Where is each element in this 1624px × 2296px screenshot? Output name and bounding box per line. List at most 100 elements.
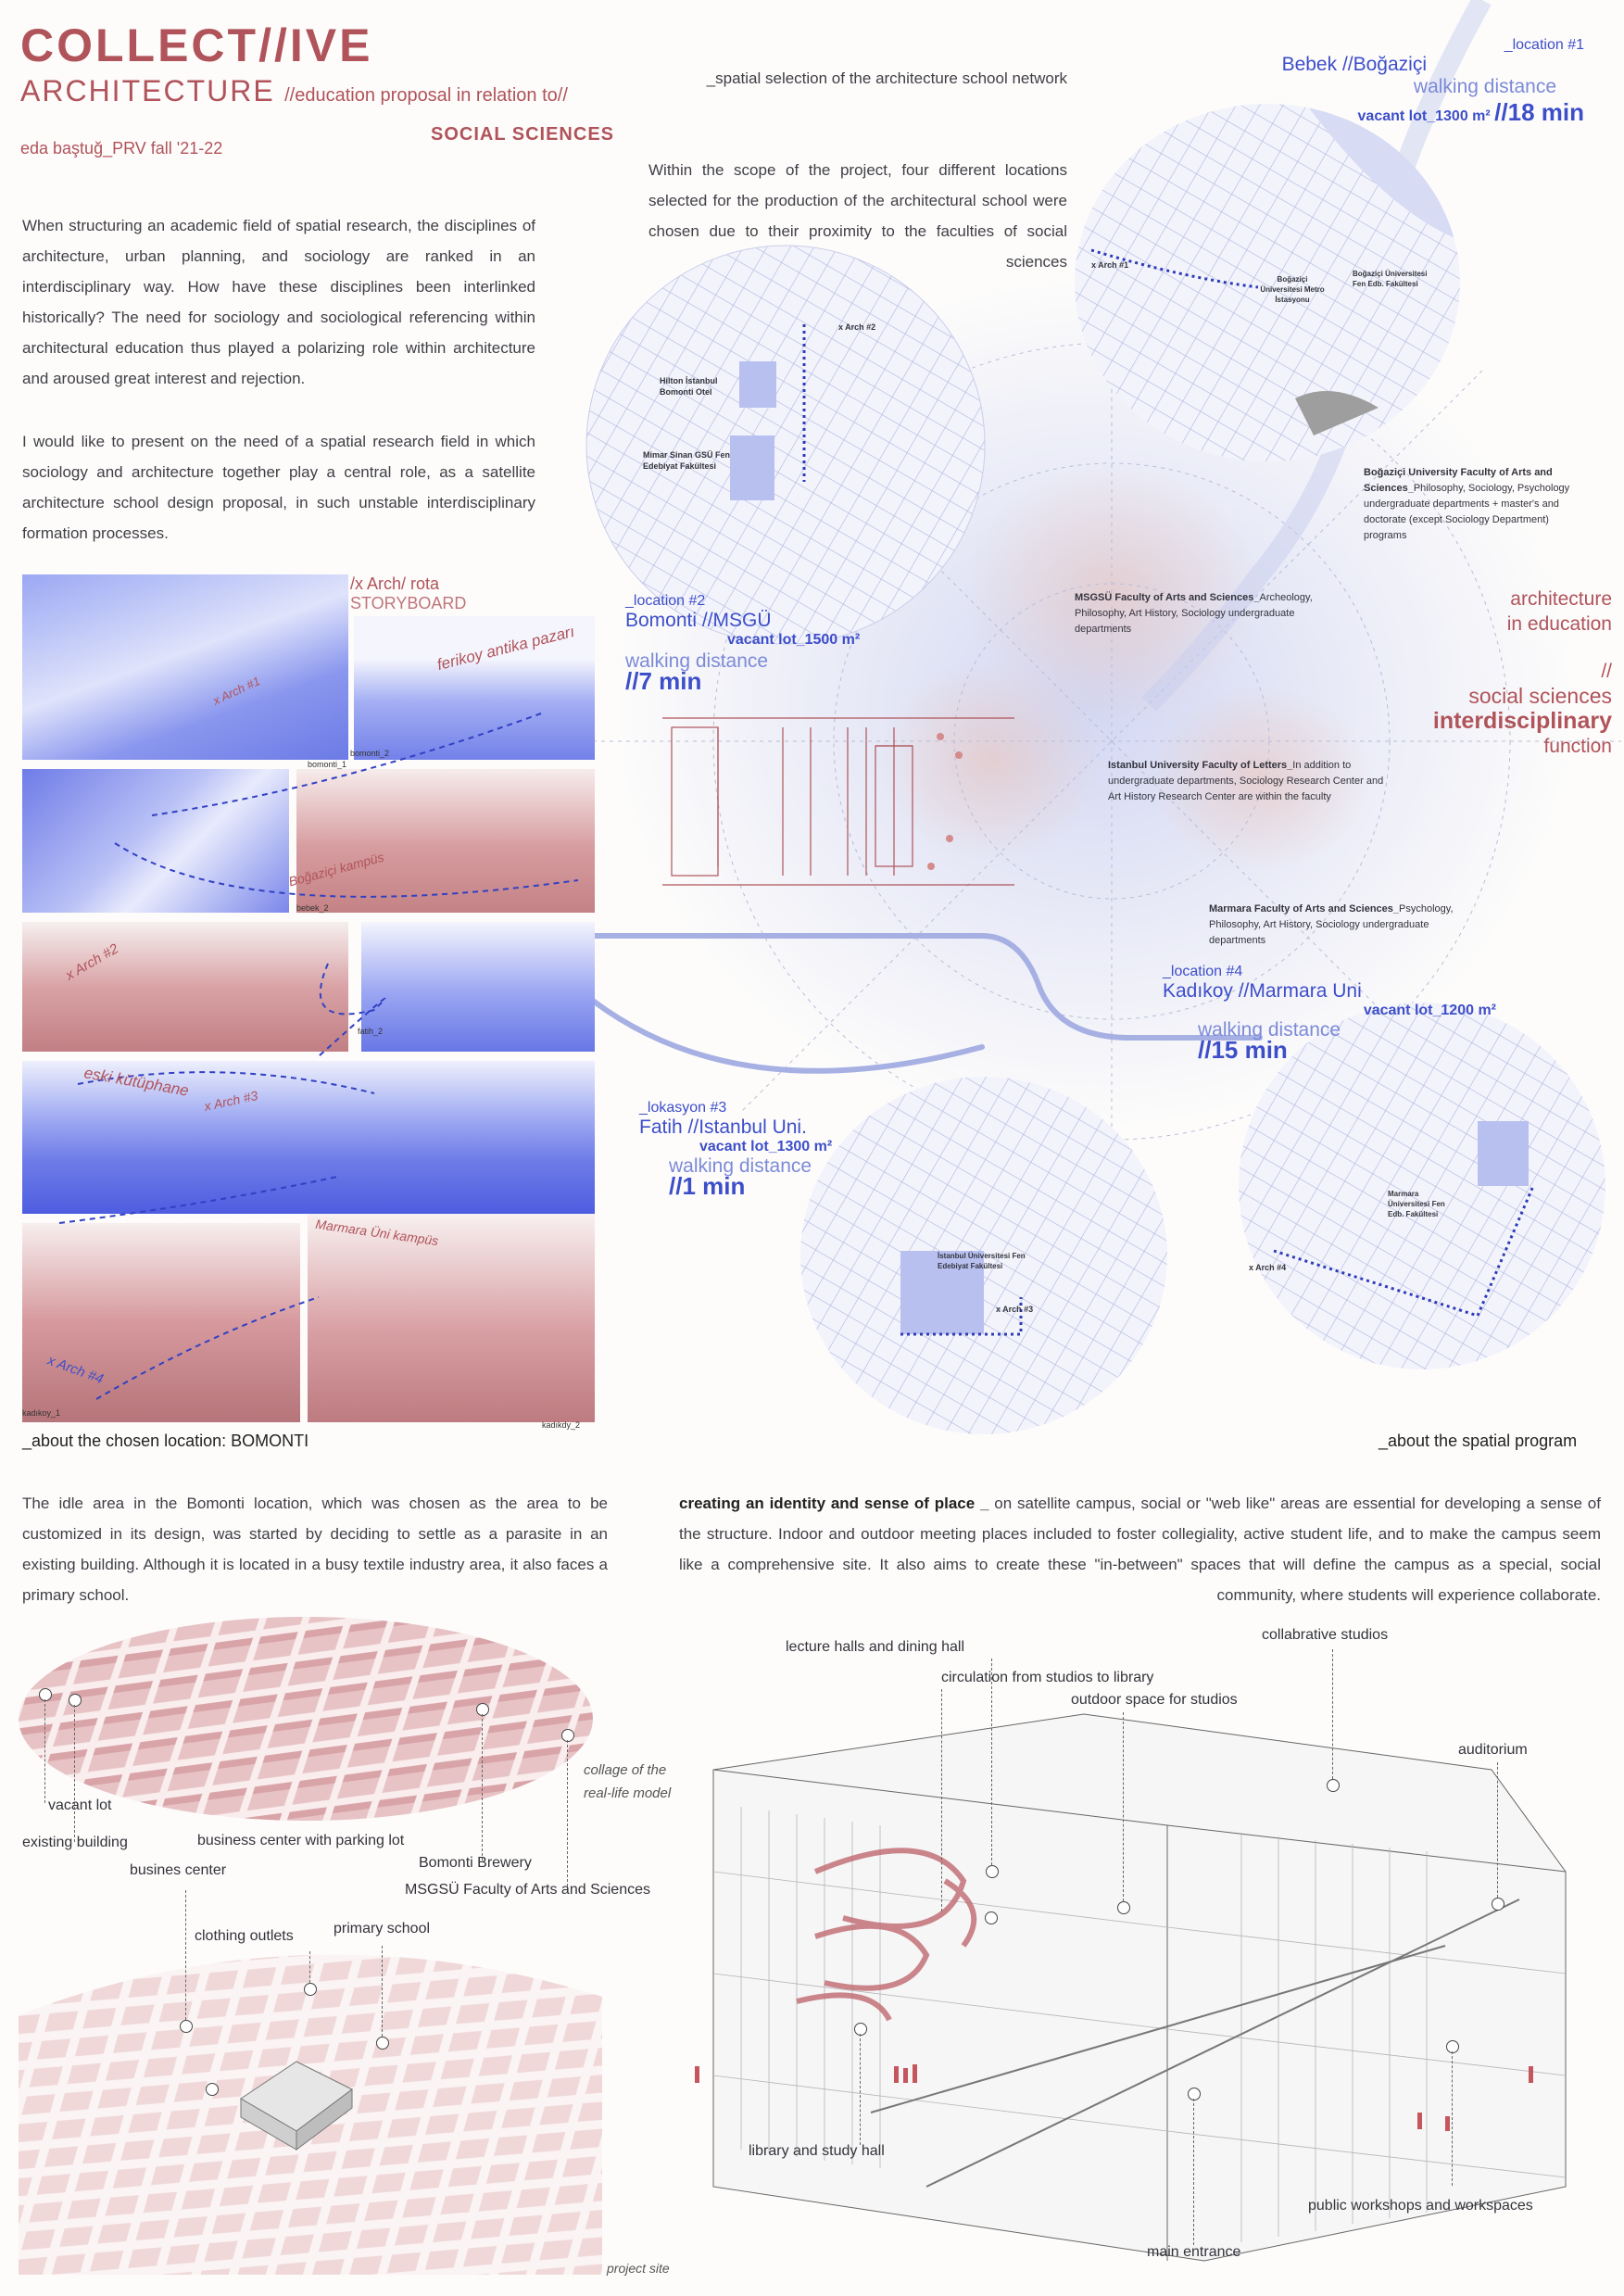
location-1-block: _location #1 Bebek //Boğaziçi walking di… — [1195, 37, 1584, 127]
bomonti-text: The idle area in the Bomonti location, w… — [22, 1495, 608, 1604]
storyboard-title-2: STORYBOARD — [350, 594, 467, 612]
map-label-istanbul-fen: İstanbul Üniversitesi Fen Edebiyat Fakül… — [938, 1252, 1026, 1270]
callout-line-school — [382, 1946, 383, 2037]
program-label-auditorium: auditorium — [1458, 1742, 1528, 1758]
faculty-istanbul-text: In addition to undergraduate departments… — [1108, 760, 1384, 802]
callout-line-workshops — [1452, 2051, 1453, 2186]
storyboard-photo-6 — [361, 922, 595, 1052]
storyboard-photo-1 — [22, 574, 348, 760]
location-2-lot: vacant lot_1500 m² — [727, 632, 861, 648]
intro-paragraph-1: When structuring an academic field of sp… — [22, 217, 535, 387]
theme-line-3: // — [1601, 661, 1612, 682]
location-2-name: Bomonti //MSGÜ — [625, 610, 772, 631]
callout-line-circulation — [941, 1689, 942, 1911]
collage-note: collage of the real-life model — [584, 1762, 672, 1801]
site-label-busines-center: busines center — [130, 1862, 227, 1878]
program-label-lecture: lecture halls and dining hall — [786, 1639, 965, 1655]
callout-dot-collab — [1327, 1779, 1340, 1792]
location-1-walk: walking distance — [1413, 76, 1556, 97]
location-3-lot: vacant lot_1300 m² — [699, 1139, 833, 1154]
storyboard-photo-5 — [22, 922, 348, 1052]
location-3-block: _lokasyon #3 Fatih //Istanbul Uni. vacan… — [639, 1100, 917, 1201]
theme-line-5: interdisciplinary — [1432, 708, 1612, 734]
callout-dot-busines-center — [180, 2020, 193, 2033]
author-line: eda baştuğ_PRV fall '21-22 — [20, 139, 223, 158]
title-architecture: ARCHITECTURE — [20, 74, 275, 107]
title-suffix: //education proposal in relation to// — [284, 85, 568, 106]
faculty-bogazici: Boğaziçi University Faculty of Arts and … — [1364, 465, 1586, 544]
program-text: creating an identity and sense of place … — [679, 1488, 1601, 1610]
storyboard-photo-4 — [296, 769, 595, 913]
program-body: on satellite campus, social or "web like… — [679, 1495, 1601, 1604]
map-label-arch3: x Arch #3 — [996, 1305, 1034, 1314]
callout-line-outdoor — [1123, 1712, 1124, 1901]
location-3-min: //1 min — [669, 1172, 746, 1200]
map-label-arch4: x Arch #4 — [1249, 1263, 1287, 1272]
program-lead: creating an identity and sense of place … — [679, 1495, 989, 1512]
callout-dot-circulation — [985, 1911, 998, 1924]
storyboard-title-1: /x Arch/ rota — [350, 574, 440, 593]
network-map-background — [572, 0, 1621, 1260]
map-label-marmara-fen: Marmara Üniversitesi Fen Edb. Fakültesi — [1388, 1190, 1445, 1218]
program-label-outdoor: outdoor space for studios — [1071, 1692, 1238, 1708]
storyboard-label-kadikoy2: kadıkdy_2 — [542, 1420, 581, 1430]
location-4-tag: _location #4 — [1163, 964, 1243, 979]
map-circle-bebek — [1075, 104, 1460, 461]
storyboard-photo-3 — [22, 769, 289, 913]
callout-dot-msgsu — [561, 1729, 574, 1742]
site-label-primary-school: primary school — [334, 1921, 431, 1936]
storyboard-route-line — [58, 713, 579, 1400]
faculty-bogazici-text: Philosophy, Sociology, Psychology underg… — [1364, 483, 1570, 541]
poster-title: COLLECT//IVE — [20, 19, 373, 71]
building-axonometric — [695, 1713, 1567, 2262]
storyboard-photo-8 — [22, 1223, 300, 1422]
faculty-msgsu-text: Archeology, Philosophy, Art History, Soc… — [1075, 592, 1313, 635]
callout-dot-auditorium — [1492, 1898, 1504, 1911]
map-circle-bomonti — [585, 245, 986, 645]
site-collage-model — [19, 1617, 602, 2275]
theme-line-2: in education — [1506, 613, 1612, 635]
site-label-existing-building: existing building — [22, 1835, 128, 1850]
callout-dot-outdoor — [1117, 1901, 1130, 1914]
site-label-vacant-lot: vacant lot — [48, 1798, 112, 1813]
location-1-tag: _location #1 — [1504, 37, 1584, 53]
location-4-name: Kadıkoy //Marmara Uni — [1163, 980, 1362, 1002]
callout-line-clothing — [309, 1951, 310, 1983]
storyboard-title: /x Arch/ rota STORYBOARD — [350, 574, 466, 613]
project-site-note: project site — [607, 2261, 670, 2276]
callout-dot-primary-school — [376, 2037, 389, 2050]
site-section-sketch — [662, 717, 1014, 886]
storyboard-label-bomonti2: bomonti_2 — [350, 749, 390, 758]
callout-line-msgsu — [567, 1740, 568, 1886]
selection-text: Within the scope of the project, four di… — [648, 161, 1067, 271]
callout-line-collab — [1332, 1649, 1333, 1779]
faculty-marmara-name: Marmara Faculty of Arts and Sciences_ — [1209, 903, 1400, 915]
location-3-name: Fatih //Istanbul Uni. — [639, 1116, 807, 1138]
program-heading: _about the spatial program — [1379, 1432, 1578, 1450]
map-circle-kadikoy — [1239, 1003, 1605, 1369]
faculty-istanbul: Istanbul University Faculty of Letters_I… — [1108, 758, 1386, 805]
storyboard-label-bebek2: bebek_2 — [296, 903, 329, 913]
map-label-arch1: x Arch #1 — [1091, 260, 1129, 270]
faculty-marmara: Marmara Faculty of Arts and Sciences_Psy… — [1209, 902, 1468, 949]
theme-line-4: social sciences — [1468, 684, 1612, 708]
location-4-lot: vacant lot_1200 m² — [1363, 1003, 1496, 1018]
callout-line-auditorium — [1497, 1762, 1498, 1898]
location-3-walk: walking distance — [669, 1155, 812, 1177]
callout-line-lecture — [991, 1659, 992, 1865]
theme-block: architecture in education // social scie… — [1371, 587, 1612, 759]
program-label-entrance: main entrance — [1147, 2244, 1241, 2260]
callout-dot-vacant-lot — [39, 1688, 52, 1701]
location-2-walk: walking distance — [625, 650, 769, 672]
callout-line-library — [860, 2034, 861, 2145]
callout-line-busines — [185, 1890, 186, 2020]
faculty-msgsu: MSGSÜ Faculty of Arts and Sciences_Arche… — [1075, 590, 1334, 637]
storyboard-label-kadikoy1: kadıkoy_1 — [22, 1408, 61, 1418]
bomonti-heading: _about the chosen location: BOMONTI — [22, 1432, 309, 1450]
selection-heading: _spatial selection of the architecture s… — [706, 69, 1067, 87]
location-1-lot: vacant lot_1300 m² — [1357, 108, 1491, 124]
callout-dot-clothing — [304, 1983, 317, 1996]
subject-title: SOCIAL SCIENCES — [431, 124, 614, 145]
map-label-bogazici-fen: Boğaziçi Üniversitesi Fen Edb. Fakültesi — [1353, 270, 1428, 288]
storyboard-label-fatih2: fatih_2 — [358, 1027, 384, 1036]
